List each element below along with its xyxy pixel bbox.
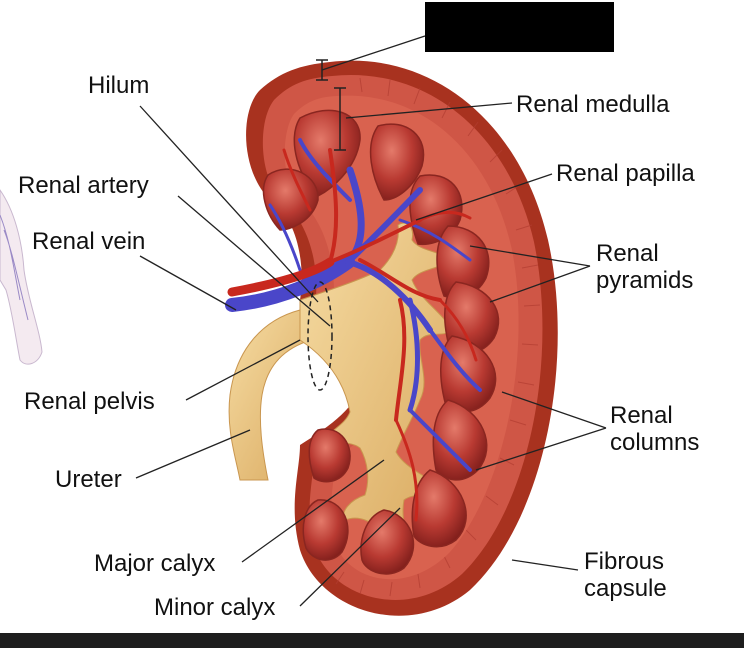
- label-renal-columns-line2: columns: [610, 429, 699, 456]
- label-renal-pyramids: Renal pyramids: [596, 240, 693, 294]
- label-ureter: Ureter: [55, 466, 122, 493]
- label-renal-vein: Renal vein: [32, 228, 145, 255]
- leader-fibrous-capsule: [512, 560, 578, 570]
- leader-renal-vein: [140, 256, 236, 310]
- label-hilum: Hilum: [88, 72, 149, 99]
- redacted-label-box: [425, 2, 614, 52]
- bottom-bar: [0, 633, 744, 648]
- leader-ureter: [136, 430, 250, 478]
- label-renal-medulla: Renal medulla: [516, 91, 669, 118]
- label-renal-papilla: Renal papilla: [556, 160, 695, 187]
- body-silhouette: [0, 190, 42, 364]
- label-renal-artery: Renal artery: [18, 172, 149, 199]
- label-renal-columns-line1: Renal: [610, 402, 699, 429]
- label-renal-pyramids-line2: pyramids: [596, 267, 693, 294]
- label-major-calyx: Major calyx: [94, 550, 215, 577]
- label-fibrous-capsule-line2: capsule: [584, 575, 667, 602]
- label-minor-calyx: Minor calyx: [154, 594, 275, 621]
- label-renal-pyramids-line1: Renal: [596, 240, 693, 267]
- label-renal-pelvis: Renal pelvis: [24, 388, 155, 415]
- label-renal-columns: Renal columns: [610, 402, 699, 456]
- label-fibrous-capsule: Fibrous capsule: [584, 548, 667, 602]
- label-fibrous-capsule-line1: Fibrous: [584, 548, 667, 575]
